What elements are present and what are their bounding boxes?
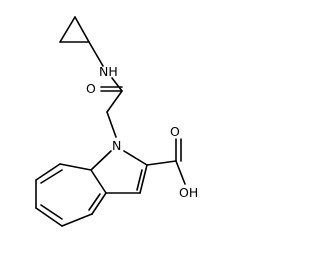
bond <box>35 163 61 181</box>
chemical-structure: NH O N O OH <box>35 16 198 227</box>
bond <box>139 164 148 194</box>
acid-hydroxyl-label: OH <box>179 185 198 200</box>
bond <box>106 90 123 113</box>
acid-carbonyl-oxygen-label: O <box>170 124 180 139</box>
bond <box>106 111 117 138</box>
bond <box>111 77 123 92</box>
bond <box>146 160 177 166</box>
bond <box>88 41 104 67</box>
bond <box>91 192 107 215</box>
pyrrole-ring <box>90 150 148 194</box>
benzene-ring <box>35 163 107 227</box>
bond <box>40 204 63 220</box>
bond <box>74 16 90 43</box>
bond <box>59 163 92 171</box>
bond <box>90 169 107 194</box>
bond <box>136 169 143 191</box>
amide-nh-label: NH <box>99 64 118 79</box>
amide-carbonyl-double-bond <box>100 86 123 92</box>
carboxylic-acid-group <box>146 138 186 185</box>
amide-oxygen-label: O <box>86 81 96 96</box>
indole-nitrogen-label: N <box>112 138 121 153</box>
bond <box>88 193 101 211</box>
bond <box>123 150 148 166</box>
bond <box>35 207 63 227</box>
bond <box>175 160 186 185</box>
bond <box>59 16 76 43</box>
bond <box>61 213 93 227</box>
cyclopropyl-ring <box>59 16 90 43</box>
bond <box>90 150 112 171</box>
bond <box>40 169 63 184</box>
